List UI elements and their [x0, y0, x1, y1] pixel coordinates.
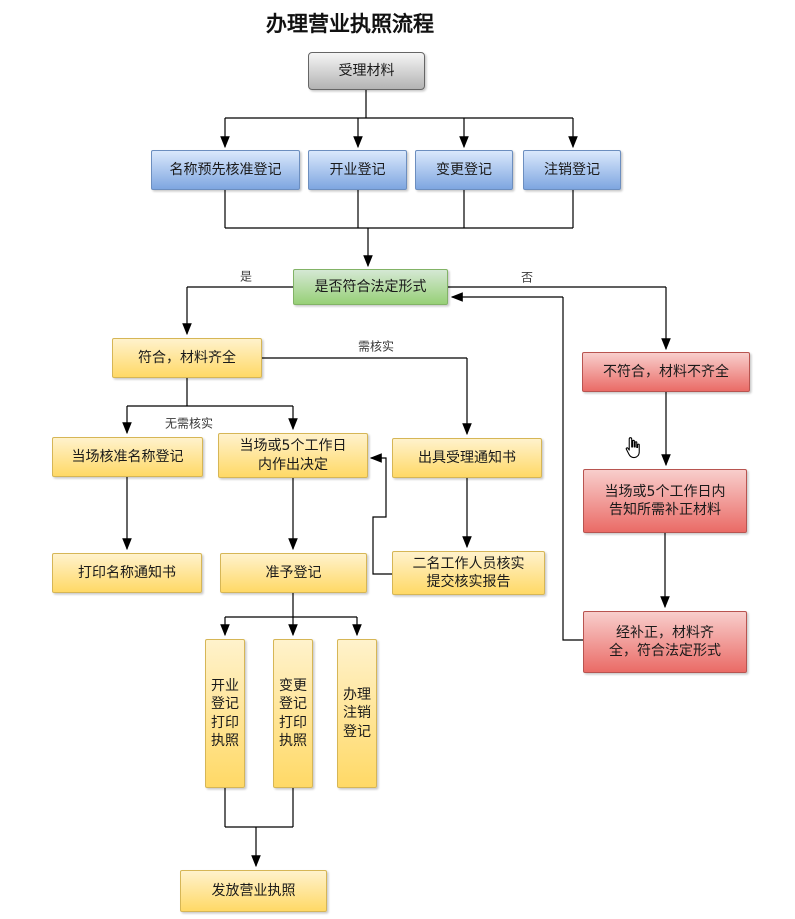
node-accept-materials: 受理材料 [308, 52, 425, 90]
node-change-print-license: 变更登记打印执照 [273, 639, 313, 788]
node-opening-registration: 开业登记 [308, 150, 407, 190]
node-name-pre-approval: 名称预先核准登记 [151, 150, 300, 190]
node-acceptance-notice: 出具受理通知书 [392, 438, 542, 478]
node-decide-within-5-days: 当场或5个工作日 内作出决定 [218, 433, 368, 478]
node-match-complete: 符合，材料齐全 [112, 338, 262, 378]
node-corrected-complete: 经补正，材料齐 全，符合法定形式 [583, 611, 747, 673]
edge-label-no-verify: 无需核实 [164, 416, 214, 431]
node-onspot-name-approval: 当场核准名称登记 [52, 437, 203, 477]
node-print-name-notice: 打印名称通知书 [52, 553, 202, 593]
node-cancel-registration: 注销登记 [523, 150, 621, 190]
node-decision-legal-form: 是否符合法定形式 [293, 269, 448, 305]
node-approve-registration: 准予登记 [220, 553, 367, 593]
hand-cursor-icon [625, 437, 640, 459]
node-inform-within-5-days: 当场或5个工作日内 告知所需补正材料 [583, 469, 747, 533]
edge-label-yes: 是 [239, 269, 253, 284]
edge-label-no: 否 [520, 270, 534, 285]
node-change-registration: 变更登记 [415, 150, 513, 190]
node-issue-license: 发放营业执照 [180, 870, 327, 912]
node-mismatch-incomplete: 不符合，材料不齐全 [582, 352, 750, 392]
node-handle-cancellation: 办理注销登记 [337, 639, 377, 788]
node-opening-print-license: 开业登记打印执照 [205, 639, 245, 788]
edge-label-need-verify: 需核实 [357, 339, 395, 354]
node-two-staff-verify: 二名工作人员核实 提交核实报告 [392, 551, 545, 595]
diagram-title: 办理营业执照流程 [266, 12, 434, 36]
